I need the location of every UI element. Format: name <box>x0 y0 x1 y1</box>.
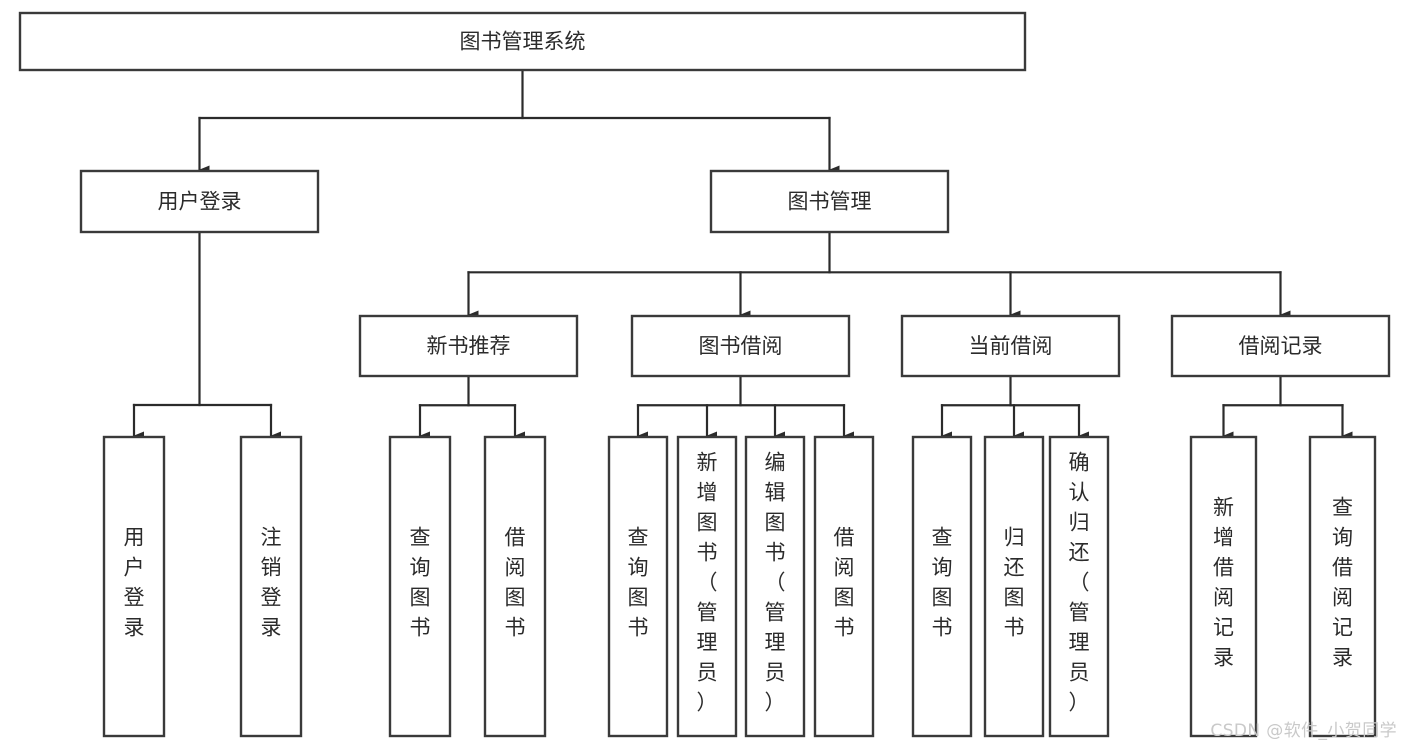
node-box <box>102 435 166 738</box>
node-leaf-user-login[interactable]: 用户登录 <box>102 435 166 738</box>
node-label: 查询借阅记录 <box>1332 496 1353 670</box>
edge-group-current-borrow <box>940 374 1089 441</box>
node-box <box>813 435 875 738</box>
node-label: 注销登录 <box>261 526 282 640</box>
node-leaf-query-book-3[interactable]: 查询图书 <box>911 435 973 738</box>
edge-group-book-borrow <box>636 374 854 441</box>
node-box <box>18 11 1027 72</box>
node-label: 借阅记录 <box>1239 334 1323 358</box>
node-leaf-query-book-1[interactable]: 查询图书 <box>388 435 452 738</box>
node-book-manage[interactable]: 图书管理 <box>709 169 950 234</box>
node-label: 图书管理系统 <box>460 30 586 54</box>
edge-group-book-manage <box>467 230 1291 320</box>
node-borrow-record[interactable]: 借阅记录 <box>1170 314 1391 378</box>
node-box <box>79 169 320 234</box>
node-root[interactable]: 图书管理系统 <box>18 11 1027 72</box>
node-label: 编辑图书（管理员） <box>765 451 786 715</box>
watermark-text: CSDN @软件_小贺同学 <box>1210 721 1397 741</box>
node-label: 查询图书 <box>410 526 431 640</box>
node-box <box>983 435 1045 738</box>
node-label: 图书借阅 <box>699 334 783 358</box>
node-label: 用户登录 <box>124 526 145 640</box>
edge-group-borrow-record <box>1222 374 1353 441</box>
node-box <box>607 435 669 738</box>
node-leaf-add-borrow-record[interactable]: 新增借阅记录 <box>1189 435 1258 738</box>
node-box <box>630 314 851 378</box>
node-leaf-edit-book-admin[interactable]: 编辑图书（管理员） <box>744 435 806 738</box>
node-leaf-return-book[interactable]: 归还图书 <box>983 435 1045 738</box>
node-label: 查询图书 <box>932 526 953 640</box>
node-box <box>676 435 738 738</box>
node-leaf-query-borrow-record[interactable]: 查询借阅记录 <box>1308 435 1377 738</box>
node-leaf-query-book-2[interactable]: 查询图书 <box>607 435 669 738</box>
node-label: 归还图书 <box>1004 526 1025 640</box>
node-label: 新增借阅记录 <box>1213 496 1234 670</box>
node-box <box>709 169 950 234</box>
node-label: 当前借阅 <box>969 334 1053 358</box>
node-box <box>1048 435 1110 738</box>
nodes-layer: 图书管理系统用户登录图书管理新书推荐图书借阅当前借阅借阅记录用户登录注销登录查询… <box>18 11 1391 738</box>
edge-group-root <box>198 68 840 175</box>
node-book-borrow[interactable]: 图书借阅 <box>630 314 851 378</box>
node-box <box>239 435 303 738</box>
node-label: 确认归还（管理员） <box>1069 451 1090 715</box>
node-user-login[interactable]: 用户登录 <box>79 169 320 234</box>
node-box <box>358 314 579 378</box>
node-leaf-add-book-admin[interactable]: 新增图书（管理员） <box>676 435 738 738</box>
node-label: 新增图书（管理员） <box>697 451 718 715</box>
node-label: 查询图书 <box>628 526 649 640</box>
node-label: 新书推荐 <box>427 334 511 358</box>
node-box <box>900 314 1121 378</box>
node-label: 借阅图书 <box>834 526 855 640</box>
node-leaf-user-logout[interactable]: 注销登录 <box>239 435 303 738</box>
node-box <box>483 435 547 738</box>
node-box <box>1189 435 1258 738</box>
node-box <box>744 435 806 738</box>
node-new-book-recommend[interactable]: 新书推荐 <box>358 314 579 378</box>
node-box <box>911 435 973 738</box>
node-box <box>1308 435 1377 738</box>
edge-group-user-login <box>132 230 281 441</box>
node-leaf-confirm-return-admin[interactable]: 确认归还（管理员） <box>1048 435 1110 738</box>
node-label: 用户登录 <box>158 190 242 214</box>
node-label: 借阅图书 <box>505 526 526 640</box>
edge-group-new-book-recommend <box>418 374 525 441</box>
node-current-borrow[interactable]: 当前借阅 <box>900 314 1121 378</box>
node-box <box>1170 314 1391 378</box>
node-leaf-borrow-book-1[interactable]: 借阅图书 <box>483 435 547 738</box>
node-box <box>388 435 452 738</box>
edges-layer <box>132 68 1353 441</box>
node-leaf-borrow-book-2[interactable]: 借阅图书 <box>813 435 875 738</box>
node-label: 图书管理 <box>788 190 872 214</box>
